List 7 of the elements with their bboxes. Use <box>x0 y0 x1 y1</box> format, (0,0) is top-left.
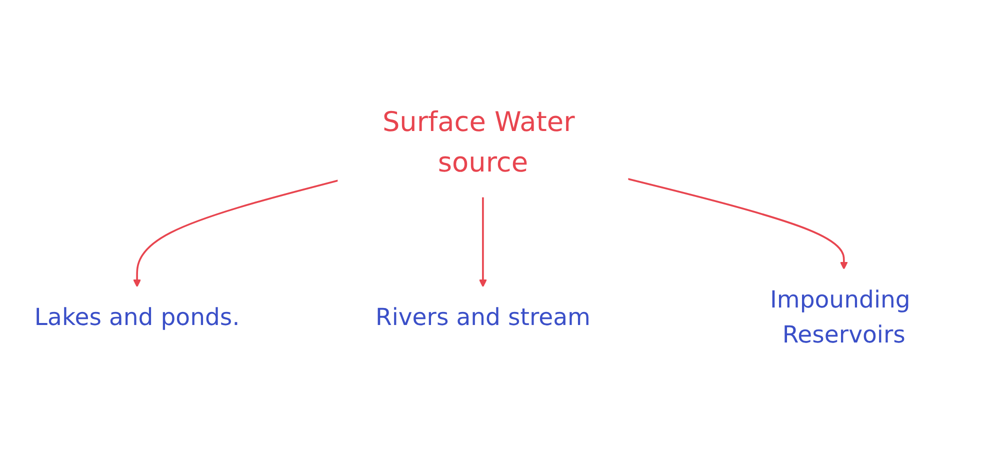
arrow <box>478 196 487 288</box>
node-text: Lakes and ponds. <box>34 304 240 332</box>
node-text: Surface Water source <box>382 106 575 179</box>
arrow <box>133 179 338 288</box>
node-text: Impounding Reservoirs <box>770 286 910 349</box>
arrow <box>628 178 848 270</box>
node-text: Rivers and stream <box>375 304 590 332</box>
